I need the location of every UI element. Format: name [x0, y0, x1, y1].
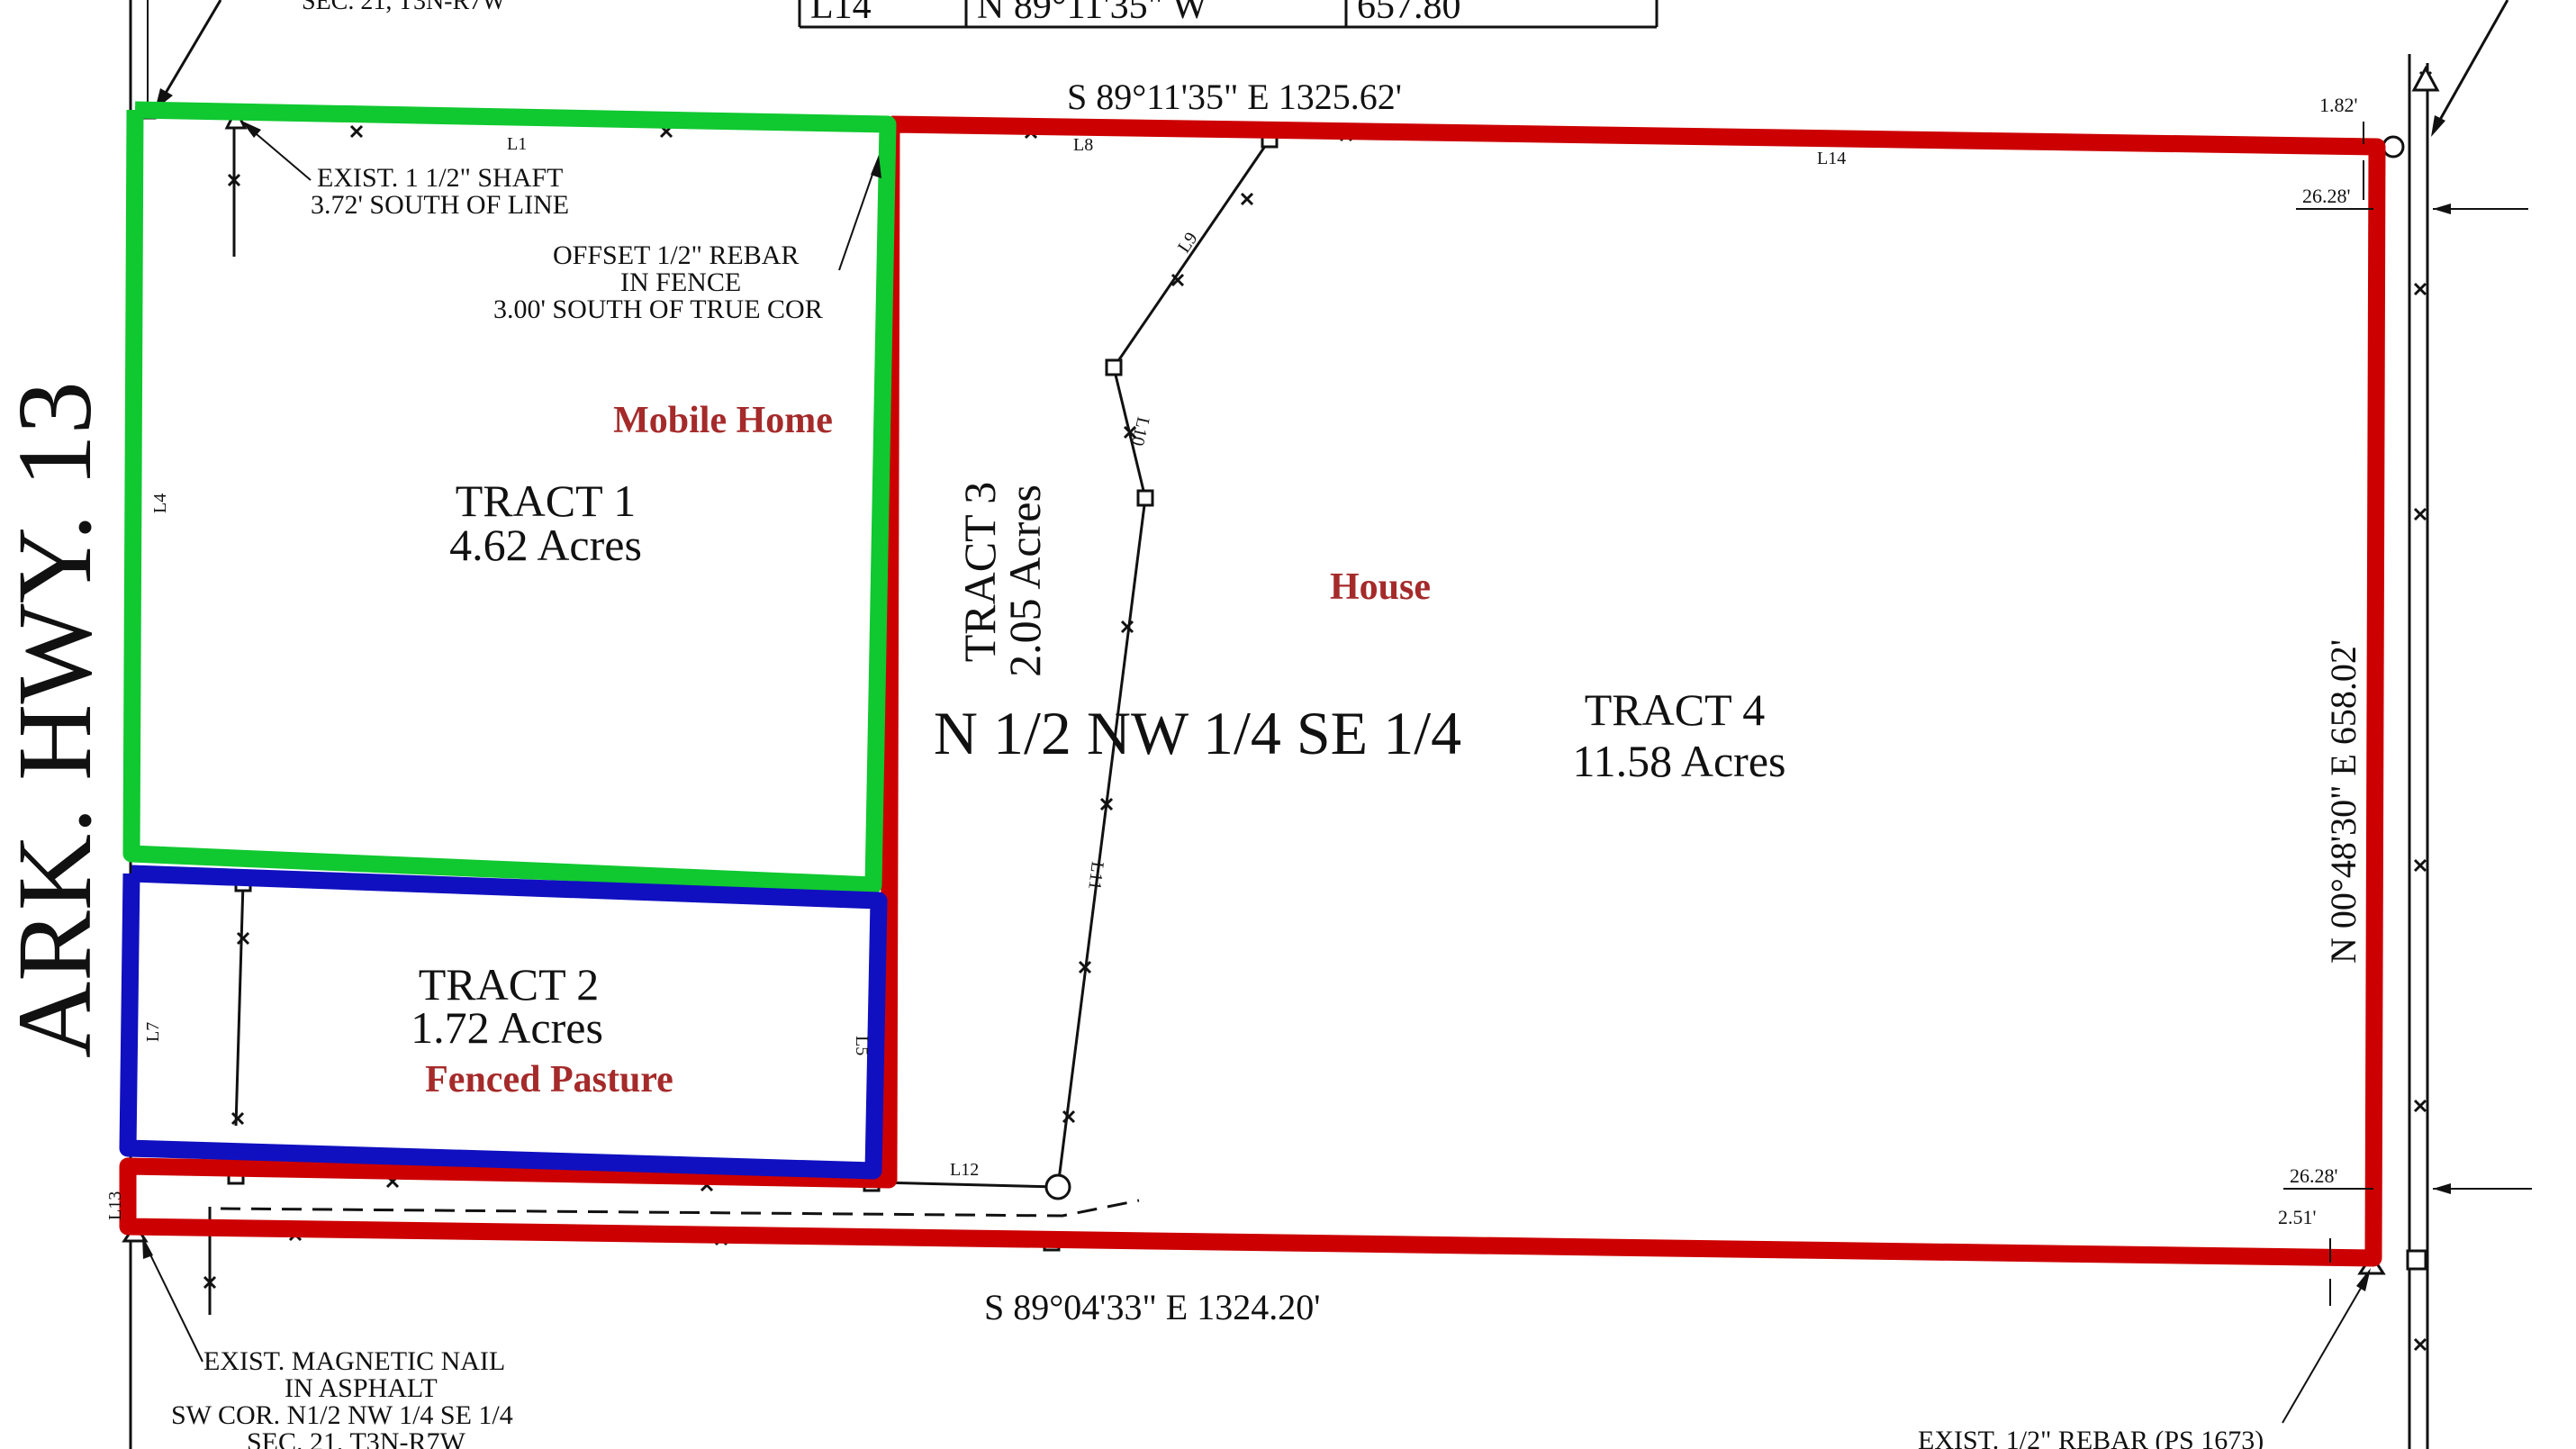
- line-label-l12: L12: [950, 1160, 979, 1180]
- table-distance: 657.80: [1357, 0, 1461, 27]
- tract-1-acres: 4.62 Acres: [449, 520, 642, 570]
- rebar-note-line1: OFFSET 1/2" REBAR: [553, 240, 799, 270]
- line-label-l8: L8: [1073, 135, 1093, 155]
- tract-4-boundary: [119, 115, 2386, 1267]
- table-line-id: L14: [810, 0, 872, 27]
- tract-3-acres: 2.05 Acres: [999, 485, 1050, 677]
- line-table-fragment: L14 N 89°11'35" W 657.80: [798, 0, 1659, 29]
- rebar-note-line2: IN FENCE: [620, 267, 741, 297]
- tract-2-boundary: [119, 865, 888, 1180]
- nail-note-line4: SEC. 21, T3N-R7W: [247, 1427, 465, 1449]
- line-label-l13: L13: [105, 1191, 125, 1220]
- nail-note-line1: EXIST. MAGNETIC NAIL: [203, 1346, 505, 1376]
- nail-note-line2: IN ASPHALT: [285, 1373, 438, 1403]
- rebar-note-line3: 3.00' SOUTH OF TRUE COR: [493, 294, 823, 324]
- nail-note-line3: SW COR. N1/2 NW 1/4 SE 1/4: [171, 1400, 513, 1430]
- line-label-l14: L14: [1817, 149, 1846, 168]
- tract-2-name: TRACT 2: [419, 959, 600, 1010]
- shaft-note-line1: EXIST. 1 1/2" SHAFT: [317, 163, 563, 193]
- tract-1-boundary: [122, 101, 897, 894]
- line-label-l4: L4: [150, 494, 170, 513]
- parcel-description: N 1/2 NW 1/4 SE 1/4: [934, 699, 1461, 767]
- offset-dimensions: 1.82' 26.28' 26.28' 2.51': [2278, 94, 2532, 1306]
- tract-2-use-label: Fenced Pasture: [425, 1059, 673, 1100]
- tract-1-use-label: Mobile Home: [613, 400, 833, 441]
- line-label-l1: L1: [507, 134, 527, 154]
- monument-notes: EXIST. 1 1/2" SHAFT 3.72' SOUTH OF LINE …: [142, 0, 2509, 1449]
- dim-1-82: 1.82': [2319, 94, 2358, 116]
- tract-4-use-label: House: [1330, 566, 1431, 608]
- shaft-note-line2: 3.72' SOUTH OF LINE: [311, 190, 569, 220]
- east-line-bearing: N 00°48'30" E 658.02': [2323, 639, 2364, 964]
- rebar-se-note: EXIST. 1/2" REBAR (PS 1673): [1918, 1426, 2264, 1449]
- section-label-top: SEC. 21, T3N-R7W: [302, 0, 506, 15]
- tract-3-name: TRACT 3: [954, 482, 1005, 663]
- south-line-bearing: S 89°04'33" E 1324.20': [984, 1287, 1320, 1327]
- dim-26-28-top: 26.28': [2302, 185, 2351, 207]
- line-label-l5: L5: [852, 1036, 872, 1055]
- tract-1-name: TRACT 1: [456, 475, 637, 526]
- road-label: ARK. HWY. 13: [0, 381, 113, 1058]
- tract-4-name: TRACT 4: [1585, 684, 1766, 735]
- dim-26-28-bottom: 26.28': [2290, 1164, 2338, 1187]
- line-label-l10: L10: [1127, 415, 1153, 448]
- dim-2-51: 2.51': [2278, 1206, 2317, 1228]
- line-label-l7: L7: [143, 1022, 163, 1042]
- line-labels: L1 L8 L14 L12 L4 L7 L5 L13 L9 L10 L11: [105, 134, 1846, 1220]
- line-label-l9: L9: [1174, 229, 1202, 257]
- line-label-l11: L11: [1084, 860, 1107, 891]
- table-bearing: N 89°11'35" W: [977, 0, 1208, 27]
- tract-4-acres: 11.58 Acres: [1573, 736, 1786, 786]
- north-line-bearing: S 89°11'35" E 1325.62': [1067, 77, 1402, 117]
- tract-2-acres: 1.72 Acres: [411, 1002, 603, 1053]
